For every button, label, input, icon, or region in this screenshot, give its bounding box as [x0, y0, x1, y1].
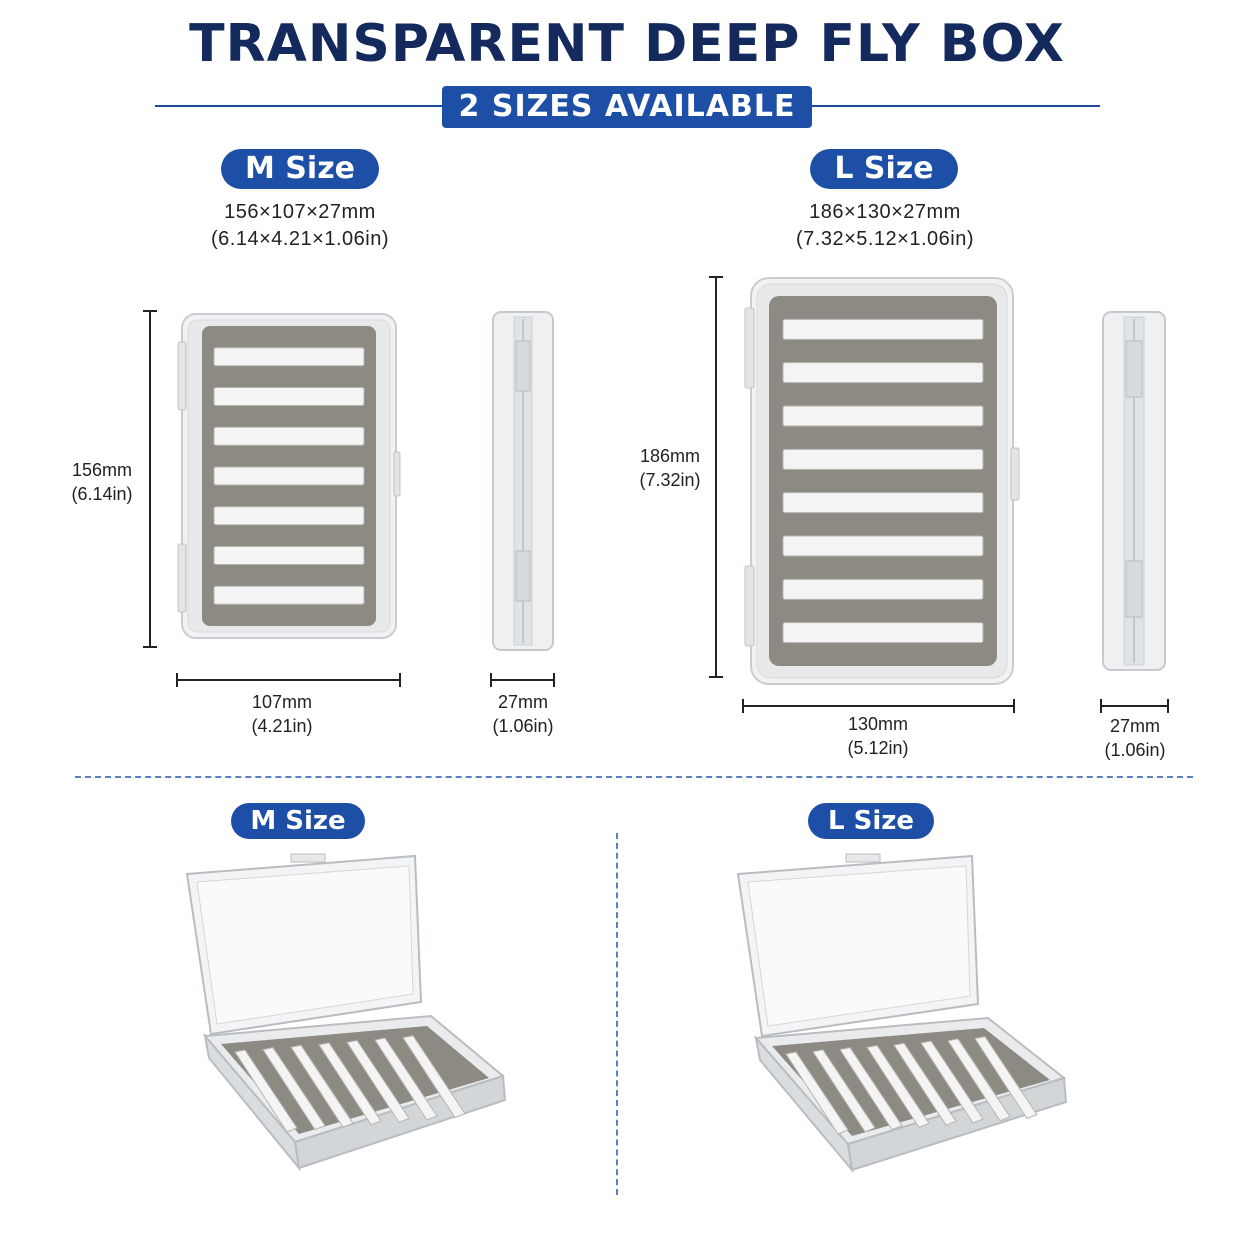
foam-slot [290, 1044, 354, 1128]
l-height-in: (7.32in) [639, 470, 701, 490]
foam-slot [782, 622, 984, 644]
foam-slot [213, 426, 365, 446]
m-depth-in: (1.06in) [492, 716, 554, 736]
l-height-label: 186mm (7.32in) [620, 444, 720, 492]
foam-slot [213, 347, 365, 367]
l-depth-line [1100, 699, 1169, 713]
foam-slot [234, 1049, 298, 1133]
m-width-line [176, 673, 401, 687]
foam-slot [782, 448, 984, 470]
m-height-label: 156mm (6.14in) [50, 458, 154, 506]
foam-slot [782, 405, 984, 427]
m-depth-mm: 27mm [497, 692, 548, 712]
l-size-dims-mm: 186×130×27mm [809, 201, 961, 223]
foam-slot [920, 1040, 984, 1124]
l-box-front-image [744, 277, 1020, 685]
foam-slot [402, 1035, 466, 1119]
l-depth-in: (1.06in) [1104, 740, 1166, 760]
l-height-mm: 186mm [639, 446, 701, 466]
foam-slot [947, 1038, 1011, 1122]
m-open-badge: M Size [231, 803, 365, 839]
m-width-label: 107mm (4.21in) [222, 690, 342, 738]
m-box-side-image [492, 311, 554, 651]
l-height-line [709, 276, 723, 678]
l-box-side-image [1102, 311, 1166, 671]
foam-slot [839, 1047, 903, 1131]
section-divider-vertical [616, 833, 618, 1195]
l-size-dimensions: 186×130×27mm (7.32×5.12×1.06in) [735, 199, 1035, 253]
foam-slot [866, 1044, 930, 1129]
m-height-mm: 156mm [71, 460, 133, 480]
m-width-mm: 107mm [251, 692, 313, 712]
l-width-line [742, 699, 1015, 713]
m-box-front-image [177, 313, 401, 639]
l-size-badge: L Size [810, 149, 958, 189]
section-divider-horizontal [75, 776, 1193, 778]
foam-slot [213, 506, 365, 526]
foam-slot [213, 387, 365, 406]
foam-slot [785, 1051, 849, 1135]
m-box-open-image [185, 853, 507, 1172]
foam-slot [782, 318, 984, 340]
foam-slot [374, 1037, 438, 1121]
m-size-dims-mm: 156×107×27mm [224, 201, 376, 223]
sizes-banner: 2 SIZES AVAILABLE [442, 86, 812, 128]
l-width-in: (5.12in) [847, 738, 909, 758]
l-depth-mm: 27mm [1109, 716, 1160, 736]
foam-slot [213, 585, 365, 605]
m-height-in: (6.14in) [71, 484, 133, 504]
l-box-open-image [736, 853, 1068, 1174]
foam-slot [318, 1042, 382, 1126]
foam-slot [893, 1042, 957, 1126]
foam-slot [812, 1049, 876, 1133]
foam-slot [782, 578, 984, 600]
l-open-badge: L Size [808, 803, 934, 839]
m-depth-line [490, 673, 555, 687]
l-size-dims-in: (7.32×5.12×1.06in) [795, 228, 975, 250]
page-title: TRANSPARENT DEEP FLY BOX [189, 14, 1065, 74]
m-width-in: (4.21in) [251, 716, 313, 736]
foam-slot [213, 546, 365, 565]
foam-slot [262, 1047, 326, 1131]
m-height-line [143, 310, 157, 648]
l-width-mm: 130mm [847, 714, 909, 734]
l-depth-label: 27mm (1.06in) [1085, 714, 1185, 762]
m-size-badge: M Size [221, 149, 379, 189]
foam-slot [213, 466, 365, 486]
m-size-dims-in: (6.14×4.21×1.06in) [210, 228, 390, 250]
m-depth-label: 27mm (1.06in) [473, 690, 573, 738]
m-size-dimensions: 156×107×27mm (6.14×4.21×1.06in) [150, 199, 450, 253]
l-width-label: 130mm (5.12in) [818, 712, 938, 760]
foam-slot [346, 1039, 410, 1124]
foam-slot [782, 362, 984, 384]
foam-slot [974, 1036, 1038, 1120]
foam-slot [782, 535, 984, 557]
foam-slot [782, 492, 984, 514]
